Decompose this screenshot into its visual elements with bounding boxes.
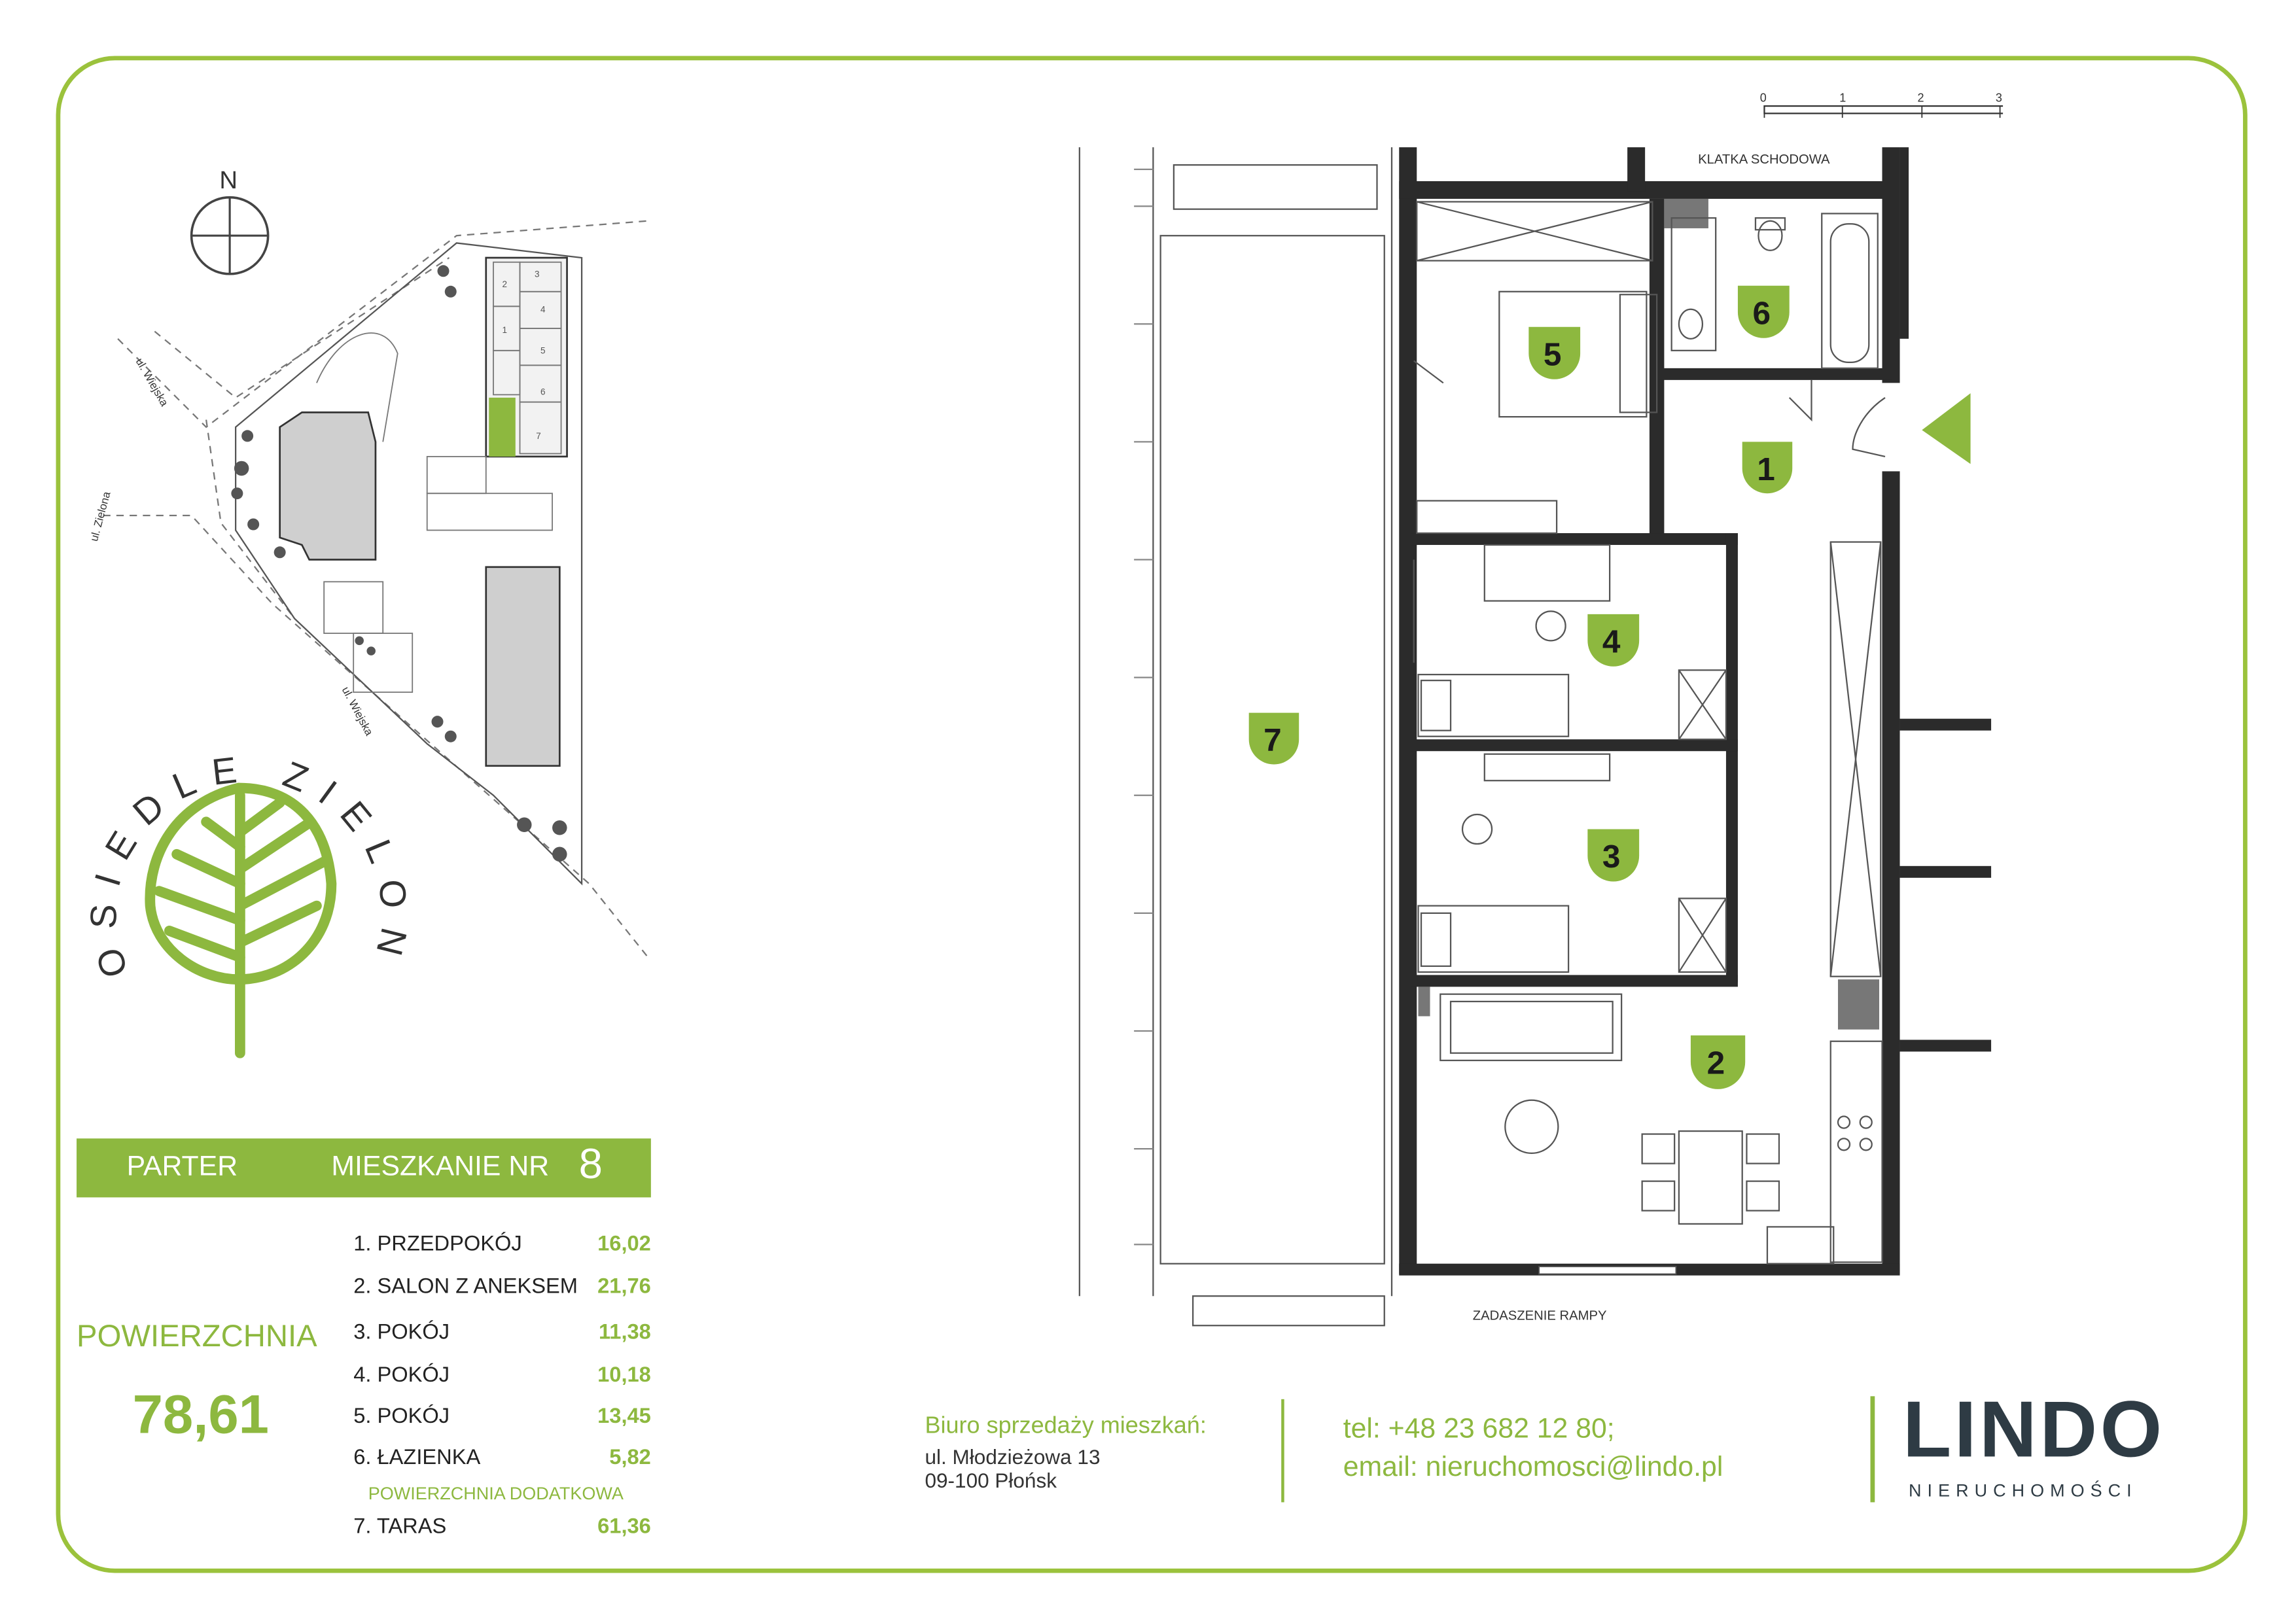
room-row: 1. PRZEDPOKÓJ 16,02	[353, 1232, 651, 1265]
street-label-wiejska-north: ul. Wiejska	[133, 356, 171, 409]
lindo-tagline: NIERUCHOMOŚCI	[1909, 1480, 2138, 1501]
scale-label: 1	[1839, 91, 1846, 104]
unit-number: 6	[540, 387, 546, 396]
unit-number: 2	[503, 279, 508, 289]
apartment-number: 8	[578, 1141, 603, 1189]
staircase-label: KLATKA SCHODOWA	[1698, 152, 1830, 167]
room-marker-2: 2	[1707, 1045, 1725, 1081]
room-area: 16,02	[597, 1232, 651, 1257]
total-area: 78,61	[132, 1384, 269, 1445]
compass-icon	[190, 196, 270, 275]
room-name: 7. TARAS	[353, 1515, 447, 1539]
room-name: 5. POKÓJ	[353, 1405, 450, 1429]
street-label-zielona: ul. Zielona	[88, 490, 113, 543]
room-area: 11,38	[598, 1321, 651, 1345]
room-marker-4: 4	[1602, 623, 1621, 659]
room-markers	[1248, 285, 1793, 1089]
entrance-arrow-icon	[1922, 393, 1971, 464]
email-link[interactable]: email: nieruchomosci@lindo.pl	[1343, 1452, 1723, 1484]
room-marker-6: 6	[1752, 295, 1771, 331]
office-address-line2: 09-100 Płońsk	[925, 1468, 1057, 1492]
site-plan: N ul. Wiejska ul. Zielona ul. Wiejska	[88, 166, 649, 958]
room-row: 2. SALON Z ANEKSEM 21,76	[353, 1276, 651, 1308]
room-row: 6. ŁAZIENKA 5,82	[353, 1446, 651, 1479]
unit-number: 4	[540, 304, 546, 314]
highlighted-apartment	[489, 397, 516, 457]
room-name: 3. POKÓJ	[353, 1321, 450, 1345]
lindo-logo: LINDO	[1903, 1386, 2165, 1475]
room-row: 4. POKÓJ 10,18	[353, 1364, 651, 1397]
osiedle-zielone-logo: OSIEDLE ZIELONE	[81, 722, 400, 1058]
ramp-label: ZADASZENIE RAMPY	[1473, 1308, 1607, 1323]
area-label: POWIERZCHNIA	[77, 1319, 317, 1354]
scale-label: 0	[1760, 91, 1767, 104]
apartment-number-label: MIESZKANIE NR	[331, 1151, 550, 1183]
apartment-info-bar: PARTER MIESZKANIE NR 8	[77, 1138, 651, 1198]
scale-label: 3	[1996, 91, 2002, 104]
scale-label: 2	[1918, 91, 1924, 104]
phone-link[interactable]: tel: +48 23 682 12 80;	[1343, 1414, 1615, 1445]
room-area: 13,45	[597, 1405, 651, 1429]
room-marker-1: 1	[1757, 451, 1775, 487]
additional-area-label: POWIERZCHNIA DODATKOWA	[368, 1483, 624, 1504]
office-address-line1: ul. Młodzieżowa 13	[925, 1444, 1101, 1469]
divider	[1281, 1399, 1284, 1503]
room-marker-7: 7	[1263, 722, 1282, 758]
tree-icons	[231, 265, 567, 862]
room-row: 5. POKÓJ 13,45	[353, 1405, 651, 1438]
room-name: 6. ŁAZIENKA	[353, 1446, 481, 1470]
page-frame	[56, 56, 2248, 1573]
room-marker-3: 3	[1602, 839, 1621, 875]
divider	[1870, 1396, 1875, 1503]
room-area: 5,82	[609, 1446, 651, 1470]
scale-bar: 0 1 2 3 4 5m	[1760, 91, 2004, 118]
room-name: 1. PRZEDPOKÓJ	[353, 1232, 522, 1257]
sales-office-title: Biuro sprzedaży mieszkań:	[925, 1414, 1207, 1439]
room-area: 21,76	[597, 1275, 651, 1299]
room-row: 7. TARAS 61,36	[353, 1516, 651, 1548]
unit-number: 1	[503, 325, 508, 335]
unit-number: 7	[536, 431, 541, 441]
north-label: N	[219, 166, 238, 194]
room-area: 10,18	[597, 1363, 651, 1387]
room-marker-5: 5	[1544, 336, 1562, 372]
room-area: 61,36	[597, 1515, 651, 1539]
room-row: 3. POKÓJ 11,38	[353, 1321, 651, 1354]
floor-label: PARTER	[126, 1151, 238, 1183]
unit-number: 3	[535, 269, 540, 279]
room-name: 2. SALON Z ANEKSEM	[353, 1275, 578, 1299]
room-name: 4. POKÓJ	[353, 1363, 450, 1387]
unit-number: 5	[540, 345, 546, 355]
floor-plan: 0 1 2 3 4 5m	[1078, 91, 2004, 1327]
